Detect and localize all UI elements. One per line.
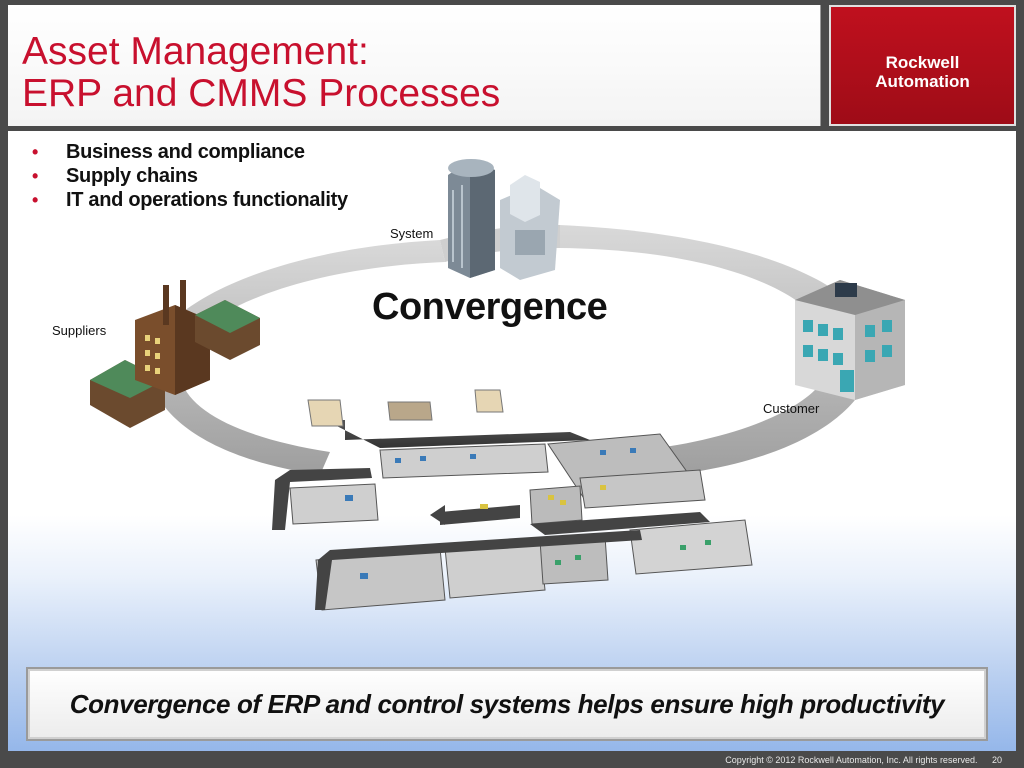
office-building-icon [448,159,560,280]
system-label: System [390,226,434,241]
bullet-text: Business and compliance [66,141,305,163]
customer-label: Customer [763,401,820,416]
rockwell-logo: Rockwell Automation [829,5,1016,126]
bullet-text: IT and operations functionality [66,189,348,211]
title-line-1: Asset Management: [22,30,369,73]
retail-building-icon [795,280,905,400]
bullet-text: Supply chains [66,165,198,187]
suppliers-label: Suppliers [52,323,107,338]
copyright-text: Copyright © 2012 Rockwell Automation, In… [725,755,978,765]
title-line-2: ERP and CMMS Processes [22,72,501,115]
factory-icon [90,280,260,428]
logo-line-1: Rockwell [885,53,960,72]
bullet-item: • Business and compliance [28,140,348,164]
bullet-dot-icon: • [32,166,39,186]
summary-banner: Convergence of ERP and control systems h… [26,667,988,741]
bullet-dot-icon: • [32,142,39,162]
bullet-item: • Supply chains [28,164,348,188]
plant-floor-icon [272,389,753,611]
slide-title: Asset Management: ERP and CMMS Processes [22,31,500,115]
footer: Copyright © 2012 Rockwell Automation, In… [725,755,1002,765]
logo-line-2: Automation [875,72,970,91]
convergence-label: Convergence [372,286,608,328]
bullet-list: •Business and compliance •Supply chains … [28,140,348,212]
bullet-item: • IT and operations functionality [28,188,348,212]
page-number: 20 [991,755,1002,765]
title-header: Asset Management: ERP and CMMS Processes [8,5,821,126]
bullet-dot-icon: • [32,190,39,210]
banner-text: Convergence of ERP and control systems h… [69,689,945,719]
